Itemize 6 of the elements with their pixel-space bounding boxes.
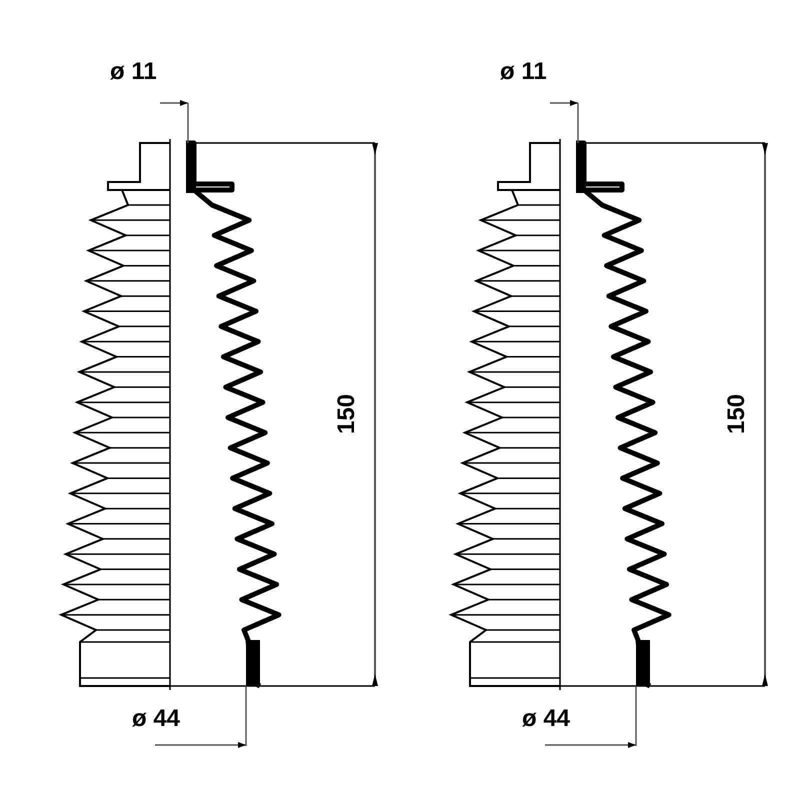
- dimension-label: ø 11: [500, 60, 547, 84]
- dimension-label: ø 11: [110, 60, 157, 84]
- dimension-label: ø 44: [522, 707, 570, 731]
- dimension-label: 150: [335, 394, 359, 434]
- dimension-label: 150: [725, 394, 749, 434]
- dimension-label: ø 44: [132, 707, 180, 731]
